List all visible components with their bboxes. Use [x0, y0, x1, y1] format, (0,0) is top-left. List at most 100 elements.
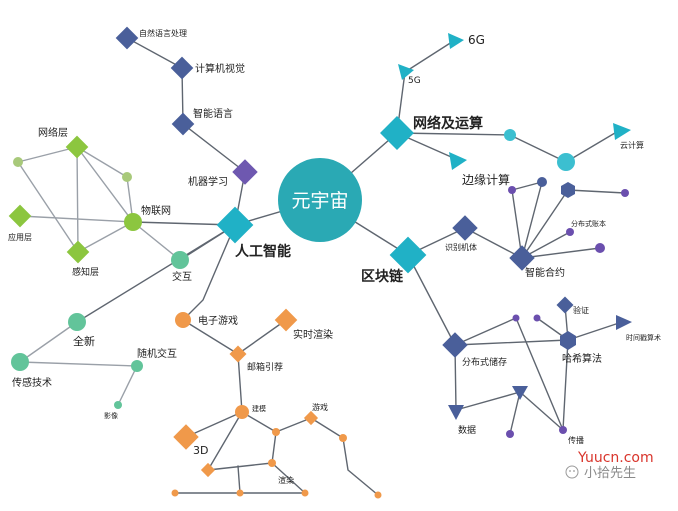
- node-image: [114, 401, 122, 409]
- edge-tri-dot: [509, 391, 521, 435]
- edge-allnew-sensing: [19, 321, 78, 363]
- edge-contract-n2: [521, 181, 543, 259]
- edge-iot-app: [19, 215, 134, 223]
- center-label: 元宇宙: [291, 190, 348, 212]
- label-nlp: 自然语言处理: [139, 28, 187, 38]
- edge-store-p2: [454, 317, 517, 346]
- edge-recog-contract: [464, 227, 523, 259]
- edge-build-small: [207, 411, 243, 471]
- node-orange-o4: [268, 459, 276, 467]
- nodes: [8, 26, 632, 499]
- node-chain-n2: [537, 177, 547, 187]
- node-chain-n5: [595, 243, 605, 253]
- node-orange-b4: [374, 491, 382, 499]
- label-egame: 电子游戏: [198, 314, 238, 327]
- edges: [17, 37, 626, 496]
- label-net-compute: 网络及运算: [413, 115, 483, 132]
- edge-p2-cast: [515, 317, 564, 431]
- edge-tri-cast: [519, 391, 564, 431]
- label-time-stamp: 时间戳算术: [626, 333, 661, 342]
- edge-game-o2: [310, 417, 344, 439]
- label-interaction: 交互: [172, 270, 192, 283]
- node-data: [448, 405, 464, 420]
- edge-iot-sense: [77, 221, 134, 253]
- node-net-t2: [557, 153, 575, 171]
- edge-bottom-mid: [237, 465, 241, 494]
- edge-n1-n2: [511, 181, 543, 191]
- edge-game-mail: [182, 319, 239, 355]
- node-dist-store: [442, 332, 468, 358]
- edge-network-sense: [76, 146, 79, 253]
- edge-iot-network: [76, 146, 134, 223]
- node-cloud: [613, 123, 631, 140]
- edge-net-t1: [396, 132, 511, 136]
- node-blockchain: [389, 236, 427, 274]
- label-dist-store: 分布式储存: [462, 356, 507, 368]
- label-smart-contract: 智能合约: [525, 266, 565, 279]
- edge-t2-cloud: [565, 129, 621, 163]
- edge-o1-game: [275, 417, 312, 433]
- node-ml: [232, 159, 258, 185]
- label-realtime-render: 实时渲染: [293, 328, 333, 341]
- node-3d: [173, 424, 199, 450]
- edge-mail-build: [237, 353, 243, 413]
- node-interaction: [171, 251, 189, 269]
- node-chain-n6: [621, 189, 629, 197]
- label-cloud: 云计算: [620, 140, 644, 150]
- node-chain-n1: [508, 186, 516, 194]
- center-node: [278, 158, 362, 242]
- edge-sensing-random: [19, 361, 138, 367]
- node-nlp: [115, 26, 139, 50]
- watermark-author: 小拾先生: [584, 466, 636, 481]
- watermark: Yuucn.com 小拾先生: [565, 450, 654, 481]
- node-allnew: [68, 313, 86, 331]
- node-orange-o2: [339, 434, 347, 442]
- node-iot: [124, 213, 142, 231]
- node-mail-guide: [229, 345, 247, 363]
- label-hash: 哈希算法: [562, 352, 602, 365]
- label-allnew: 全新: [73, 334, 95, 348]
- node-orange-b1: [171, 489, 179, 497]
- node-random-inter: [131, 360, 143, 372]
- label-5g: 5G: [408, 76, 421, 86]
- label-ai: 人工智能: [235, 243, 291, 260]
- label-cv: 计算机视觉: [195, 62, 245, 75]
- node-game: [303, 410, 319, 426]
- node-chain-n3: [561, 182, 575, 198]
- edge-ai-game: [182, 224, 236, 321]
- node-smart-contract: [509, 245, 535, 271]
- node-broadcast: [559, 426, 567, 434]
- edge-data-tri: [455, 391, 521, 411]
- node-build: [235, 405, 249, 419]
- label-3d: 3D: [193, 444, 208, 457]
- label-iot: 物联网: [141, 204, 171, 217]
- edge-o1-o4: [271, 431, 277, 464]
- node-orange-b3: [301, 489, 309, 497]
- node-net-t1: [504, 129, 516, 141]
- node-green-small-1: [122, 172, 132, 182]
- node-verify: [556, 296, 574, 314]
- edge-random-image: [117, 365, 138, 406]
- node-chain-n4: [566, 228, 574, 236]
- label-sense-layer: 感知层: [72, 266, 99, 278]
- node-network-layer: [65, 135, 89, 159]
- edge-build-3d: [185, 411, 243, 438]
- node-egame: [175, 312, 191, 328]
- label-app-layer: 应用层: [8, 232, 32, 242]
- label-ml: 机器学习: [188, 175, 228, 188]
- edge-network-g2: [17, 146, 78, 163]
- wechat-icon: [565, 465, 579, 479]
- edge-ai-allnew: [76, 224, 236, 323]
- edge-network-g1: [76, 146, 128, 178]
- node-green-small-2: [13, 157, 23, 167]
- label-sensing: 传感技术: [12, 376, 52, 389]
- label-image: 影像: [104, 411, 118, 420]
- node-recog: [452, 215, 478, 241]
- edge-iot-interaction: [132, 221, 181, 261]
- label-broadcast: 传播: [568, 435, 584, 445]
- watermark-site: Yuucn.com: [577, 450, 654, 466]
- edge-lang-ml: [182, 123, 246, 173]
- node-chain-p2: [512, 314, 520, 322]
